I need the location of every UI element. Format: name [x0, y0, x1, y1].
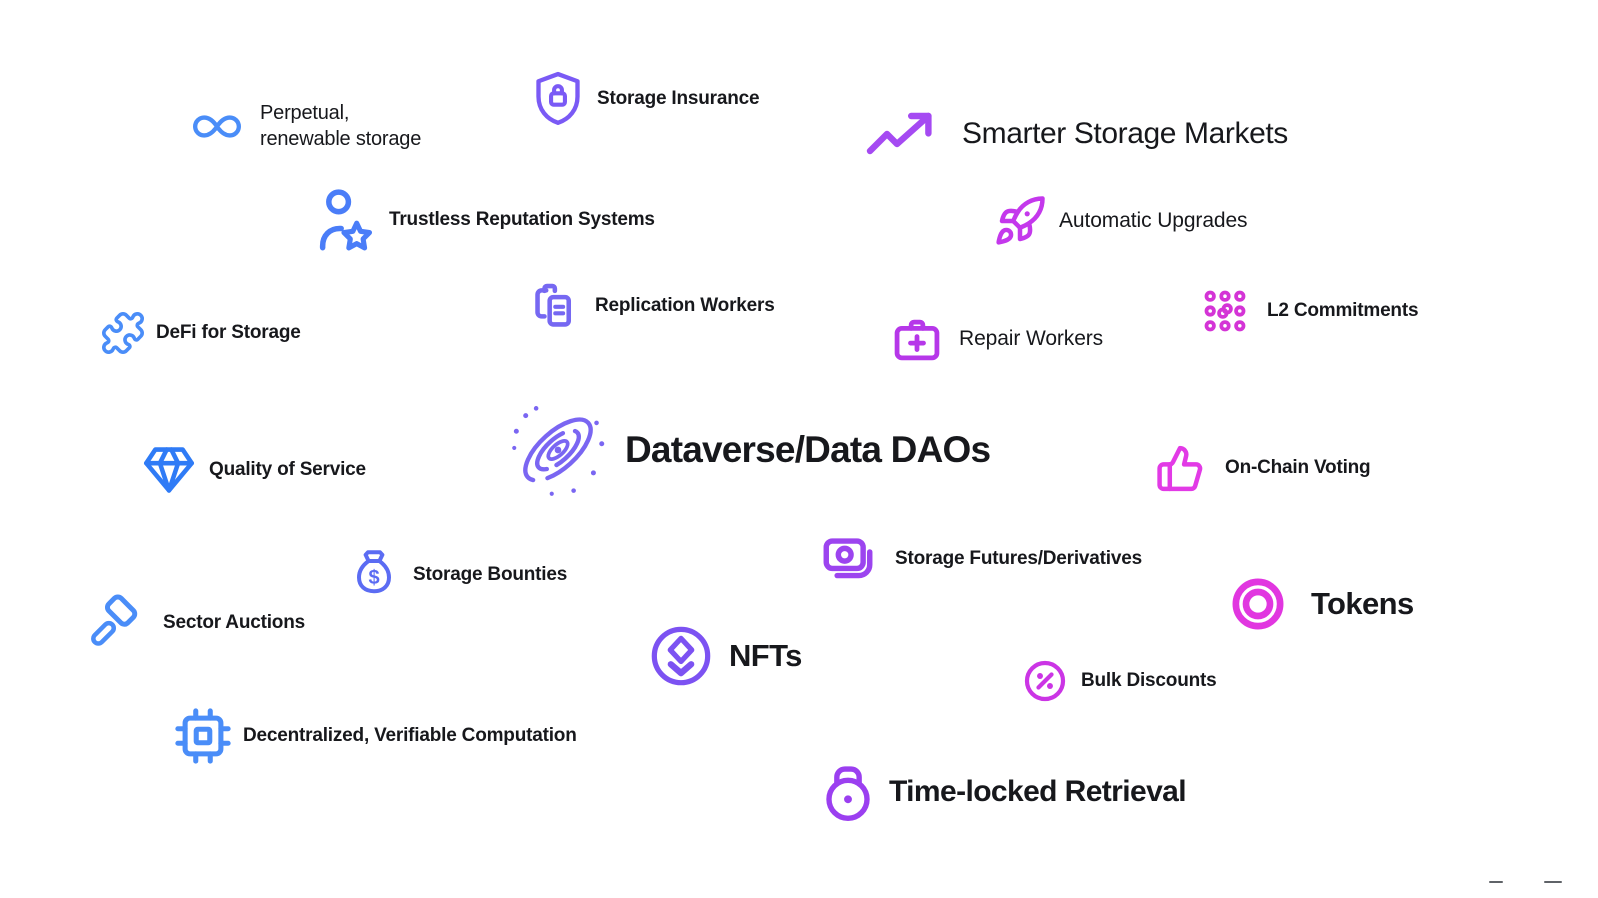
feature-label: Tokens	[1311, 585, 1414, 621]
feature-label: Trustless Reputation Systems	[389, 208, 655, 230]
feature-bulk-discounts: Bulk Discounts	[1022, 658, 1217, 704]
feature-label: Time-locked Retrieval	[889, 774, 1187, 808]
money-bag-icon: $	[350, 547, 398, 603]
bottom-edge-mark	[1489, 881, 1503, 883]
feature-label: Quality of Service	[209, 458, 366, 480]
feature-replication-workers: Replication Workers	[528, 281, 775, 331]
feature-dataverse-data-daos: Dataverse/Data DAOs	[508, 398, 991, 502]
medical-kit-icon	[891, 314, 943, 364]
feature-label: Storage Bounties	[413, 563, 568, 585]
feature-label: NFTs	[729, 637, 802, 673]
feature-storage-bounties: $ Storage Bounties	[350, 547, 567, 603]
feature-label: L2 Commitments	[1267, 299, 1419, 321]
feature-label: Replication Workers	[595, 294, 775, 316]
feature-storage-futures-derivatives: Storage Futures/Derivatives	[819, 533, 1142, 585]
feature-label: On-Chain Voting	[1225, 457, 1371, 479]
gavel-icon	[87, 591, 149, 655]
shield-lock-icon	[532, 70, 584, 128]
feature-quality-of-service: Quality of Service	[141, 445, 366, 495]
feature-decentralized-verifiable-computation: Decentralized, Verifiable Computation	[174, 707, 577, 765]
feature-label: Sector Auctions	[163, 611, 305, 633]
thumbs-up-icon	[1153, 444, 1207, 493]
feature-repair-workers: Repair Workers	[891, 314, 1103, 364]
nft-badge-icon	[648, 623, 714, 689]
galaxy-icon	[508, 398, 608, 502]
dots-grid-icon	[1201, 287, 1249, 335]
feature-trustless-reputation-systems: Trustless Reputation Systems	[313, 187, 655, 253]
feature-smarter-storage-markets: Smarter Storage Markets	[866, 111, 1288, 155]
feature-defi-for-storage: DeFi for Storage	[99, 310, 301, 356]
feature-sector-auctions: Sector Auctions	[87, 591, 305, 655]
feature-on-chain-voting: On-Chain Voting	[1153, 444, 1371, 493]
feature-automatic-upgrades: Automatic Upgrades	[993, 194, 1248, 248]
coin-cards-icon	[819, 533, 877, 585]
feature-label: Storage Insurance	[597, 87, 760, 109]
user-star-icon	[313, 187, 377, 253]
feature-label: Storage Futures/Derivatives	[895, 547, 1142, 569]
feature-label: DeFi for Storage	[156, 321, 301, 343]
feature-label: Decentralized, Verifiable Computation	[243, 724, 577, 746]
infinity-icon	[191, 109, 243, 144]
feature-storage-insurance: Storage Insurance	[532, 70, 760, 128]
rocket-icon	[993, 194, 1047, 248]
feature-label: Repair Workers	[959, 327, 1104, 351]
feature-l2-commitments: L2 Commitments	[1201, 287, 1419, 335]
gem-icon	[141, 445, 197, 495]
feature-label: Smarter Storage Markets	[962, 116, 1288, 150]
padlock-icon	[820, 760, 876, 822]
svg-text:$: $	[368, 567, 379, 589]
feature-tokens: Tokens	[1226, 572, 1414, 636]
feature-perpetual-renewable-storage: Perpetual, renewable storage	[191, 100, 421, 152]
bottom-edge-mark	[1544, 881, 1562, 883]
percent-circle-icon	[1022, 658, 1068, 704]
cpu-chip-icon	[174, 707, 232, 765]
feature-label: Dataverse/Data DAOs	[625, 428, 991, 470]
clipboard-copy-icon	[528, 281, 580, 331]
puzzle-icon	[99, 310, 147, 356]
trending-up-icon	[866, 111, 934, 155]
feature-nfts: NFTs	[648, 623, 802, 689]
feature-label: Automatic Upgrades	[1059, 209, 1248, 233]
token-rings-icon	[1226, 572, 1290, 636]
feature-label: Perpetual, renewable storage	[260, 102, 422, 150]
feature-time-locked-retrieval: Time-locked Retrieval	[820, 760, 1187, 822]
feature-label: Bulk Discounts	[1081, 669, 1217, 691]
